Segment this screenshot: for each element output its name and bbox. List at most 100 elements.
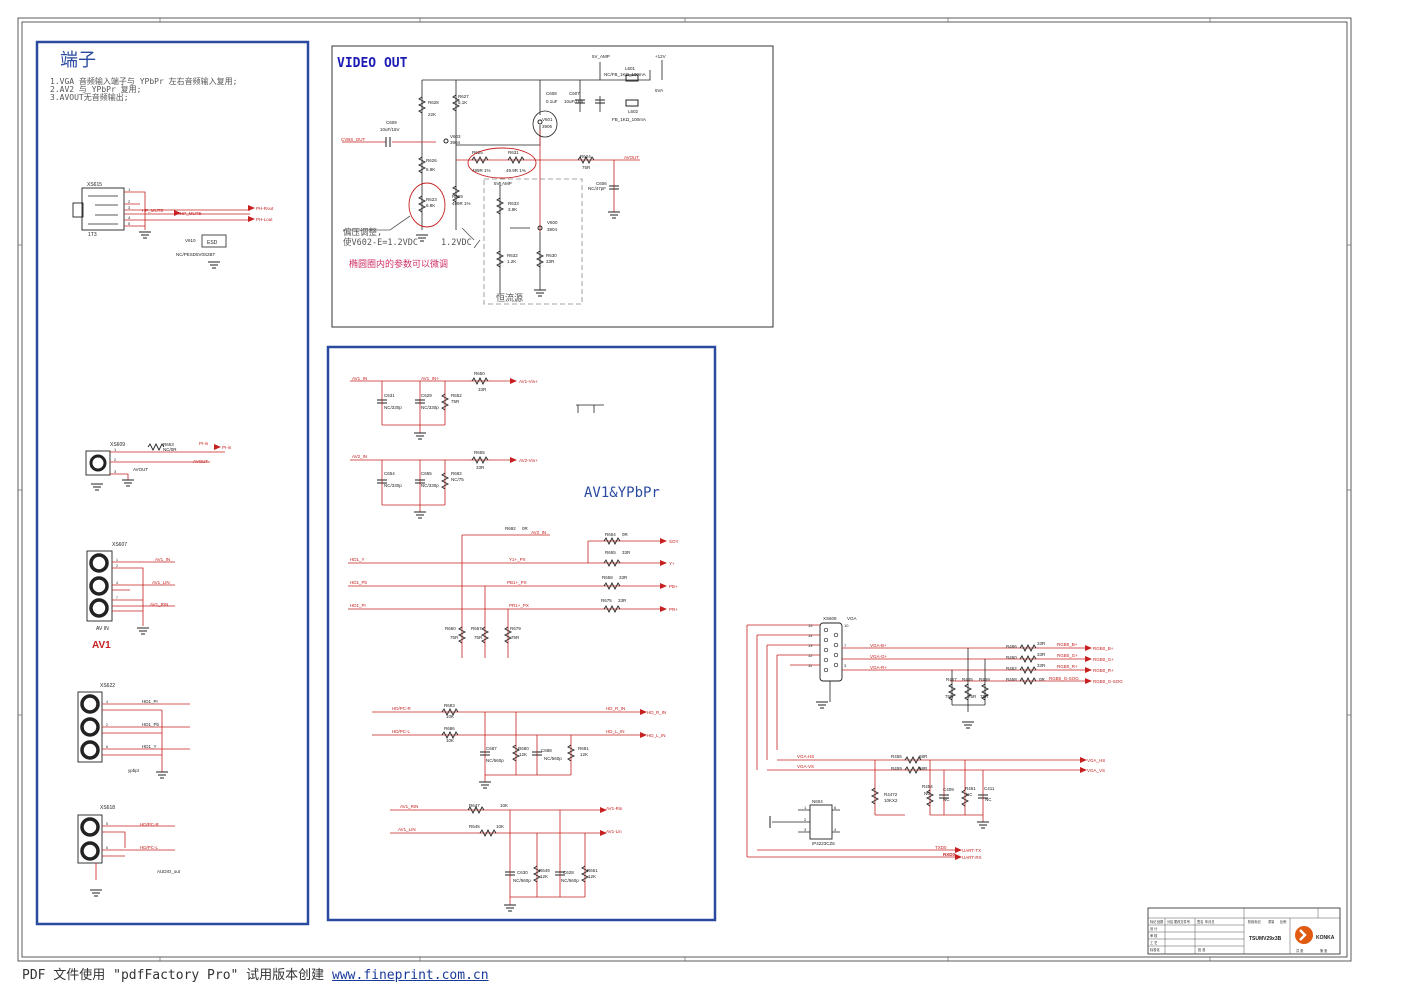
- svg-text:XS618: XS618: [100, 805, 115, 811]
- svg-text:R630: R630: [546, 253, 557, 258]
- svg-text:10uF/16V: 10uF/16V: [380, 127, 400, 132]
- svg-text:R632: R632: [507, 253, 518, 258]
- svg-text:HD1_Pr: HD1_Pr: [350, 603, 367, 608]
- svg-text:4: 4: [106, 700, 108, 704]
- svg-text:NC: NC: [924, 791, 931, 796]
- svg-text:1: 1: [116, 558, 118, 562]
- svg-text:HD1_Pb: HD1_Pb: [142, 722, 160, 727]
- svg-text:HD1_Y: HD1_Y: [142, 744, 157, 749]
- svg-text:1: 1: [114, 447, 117, 452]
- svg-text:PI-in: PI-in: [199, 441, 209, 446]
- svg-text:C631: C631: [384, 393, 395, 398]
- svg-text:L602: L602: [628, 109, 639, 114]
- svg-text:AV2-Vin+: AV2-Vin+: [519, 458, 538, 463]
- svg-text:6.8K: 6.8K: [426, 167, 435, 172]
- svg-text:AV1_LIN: AV1_LIN: [152, 580, 170, 585]
- svg-text:HD_R_IN: HD_R_IN: [606, 706, 625, 711]
- svg-text:14: 14: [808, 633, 813, 638]
- svg-text:RGB0_G+: RGB0_G+: [1057, 653, 1078, 658]
- svg-text:3: 3: [128, 205, 131, 210]
- svg-text:33R: 33R: [1037, 663, 1046, 668]
- svg-text:6.8K: 6.8K: [426, 203, 435, 208]
- note-3: 3.AVOUT无音频输出;: [50, 92, 129, 102]
- svg-text:3906: 3906: [542, 124, 553, 129]
- svg-text:6: 6: [106, 846, 108, 850]
- svg-text:AUDIO_out: AUDIO_out: [157, 869, 181, 874]
- svg-text:AV2_IN: AV2_IN: [352, 454, 367, 459]
- svg-text:IP4223CZ6: IP4223CZ6: [812, 841, 835, 846]
- svg-text:PB1+_PX: PB1+_PX: [507, 580, 527, 585]
- svg-text:NC/330p: NC/330p: [384, 405, 402, 410]
- svg-text:R461: R461: [965, 786, 976, 791]
- brand-name: KONKA: [1316, 935, 1335, 941]
- svg-text:NC/FB_1KΩ_100mA: NC/FB_1KΩ_100mA: [604, 72, 646, 77]
- svg-text:HD_L_IN: HD_L_IN: [606, 729, 625, 734]
- svg-text:HD/PC-R: HD/PC-R: [392, 706, 411, 711]
- svg-text:11: 11: [808, 663, 813, 668]
- svg-text:VGA-R+: VGA-R+: [870, 665, 887, 670]
- svg-text:75R: 75R: [582, 165, 591, 170]
- xs618-audio-out: XS618 HD/PC-R HD/PC-L AUDIO_out 5 6: [77, 805, 181, 897]
- konka-logo: [1295, 926, 1313, 944]
- drawing-frame: [17, 17, 1352, 962]
- svg-text:XS609: XS609: [110, 442, 125, 448]
- svg-text:恒流源: 恒流源: [496, 292, 523, 304]
- svg-text:2: 2: [106, 723, 108, 727]
- svg-text:L601: L601: [625, 66, 636, 71]
- svg-text:10uF/16V: 10uF/16V: [564, 99, 584, 104]
- vga-block: XS609 VGA 15 14 13 12 11 10 7 3 VGA-B+ V…: [746, 616, 1123, 860]
- svg-text:5VA: 5VA: [655, 88, 663, 93]
- xs622-ypbpr: XS622 HD1_Pr HD1_Pb HD1_Y ypbpr 4 2 6: [77, 683, 190, 779]
- svg-text:RXD0: RXD0: [943, 852, 956, 857]
- svg-text:RGB0_B+: RGB0_B+: [1093, 646, 1114, 651]
- svg-text:HD1_Y: HD1_Y: [350, 557, 365, 562]
- svg-text:AVOUT: AVOUT: [624, 155, 639, 160]
- svg-text:年月日: 年月日: [1205, 919, 1215, 924]
- svg-text:AVOUT: AVOUT: [133, 467, 148, 472]
- svg-text:2: 2: [116, 564, 118, 568]
- svg-text:C630: C630: [517, 870, 528, 875]
- svg-text:C607: C607: [569, 91, 580, 96]
- svg-text:NC/PESD5V0S2BT: NC/PESD5V0S2BT: [176, 252, 216, 257]
- svg-text:1: 1: [804, 805, 807, 810]
- svg-text:R655: R655: [474, 450, 485, 455]
- svg-text:R650: R650: [474, 371, 485, 376]
- svg-text:阶段标记: 阶段标记: [1248, 919, 1262, 924]
- panel-video-out: VIDEO OUT CVBS_OUT AVOUT 5V_AMP +12V 5VA…: [331, 45, 774, 328]
- svg-text:NC/560p: NC/560p: [544, 756, 562, 761]
- svg-text:RGB0_G-SOG: RGB0_G-SOG: [1093, 679, 1123, 684]
- svg-text:R631: R631: [508, 150, 519, 155]
- svg-text:CVBS_OUT: CVBS_OUT: [341, 137, 366, 142]
- svg-text:HP_MUTE: HP_MUTE: [142, 208, 164, 213]
- svg-text:C609: C609: [386, 120, 397, 125]
- tune-ellipse: [467, 147, 537, 179]
- svg-text:AV IN: AV IN: [96, 626, 109, 632]
- svg-text:R467: R467: [946, 677, 957, 682]
- svg-text:C655: C655: [421, 471, 432, 476]
- svg-text:0R: 0R: [622, 532, 629, 537]
- svg-text:R692: R692: [505, 526, 516, 531]
- svg-text:处数: 处数: [1157, 919, 1164, 924]
- svg-text:V610: V610: [185, 238, 196, 243]
- bias-ellipse: [408, 182, 446, 228]
- svg-text:12K: 12K: [588, 874, 596, 879]
- svg-text:C606: C606: [596, 181, 607, 186]
- footer-link[interactable]: www.fineprint.com.cn: [332, 968, 489, 983]
- svg-text:C688: C688: [541, 748, 552, 753]
- svg-text:R466: R466: [1006, 644, 1017, 649]
- svg-text:R658: R658: [602, 575, 613, 580]
- svg-text:R654: R654: [605, 532, 616, 537]
- svg-text:499R 1%: 499R 1%: [452, 201, 471, 206]
- svg-text:设 计: 设 计: [1150, 926, 1158, 931]
- panel-av-ypbpr: AV1&YPbPr AV1_IN AV1_IN+ R650 33R AV1-Vi…: [326, 345, 717, 922]
- svg-text:10K: 10K: [496, 824, 504, 829]
- svg-text:偏压调整,: 偏压调整,: [343, 227, 382, 238]
- svg-text:PI-in: PI-in: [222, 445, 232, 450]
- svg-text:3.9K: 3.9K: [508, 207, 517, 212]
- svg-text:HD_R_IN: HD_R_IN: [647, 710, 666, 715]
- svg-text:R628: R628: [428, 100, 439, 105]
- svg-text:R679: R679: [510, 626, 521, 631]
- svg-text:R633: R633: [508, 201, 519, 206]
- svg-text:10K: 10K: [446, 714, 454, 719]
- svg-text:FB_1KΩ_100mA: FB_1KΩ_100mA: [612, 117, 646, 122]
